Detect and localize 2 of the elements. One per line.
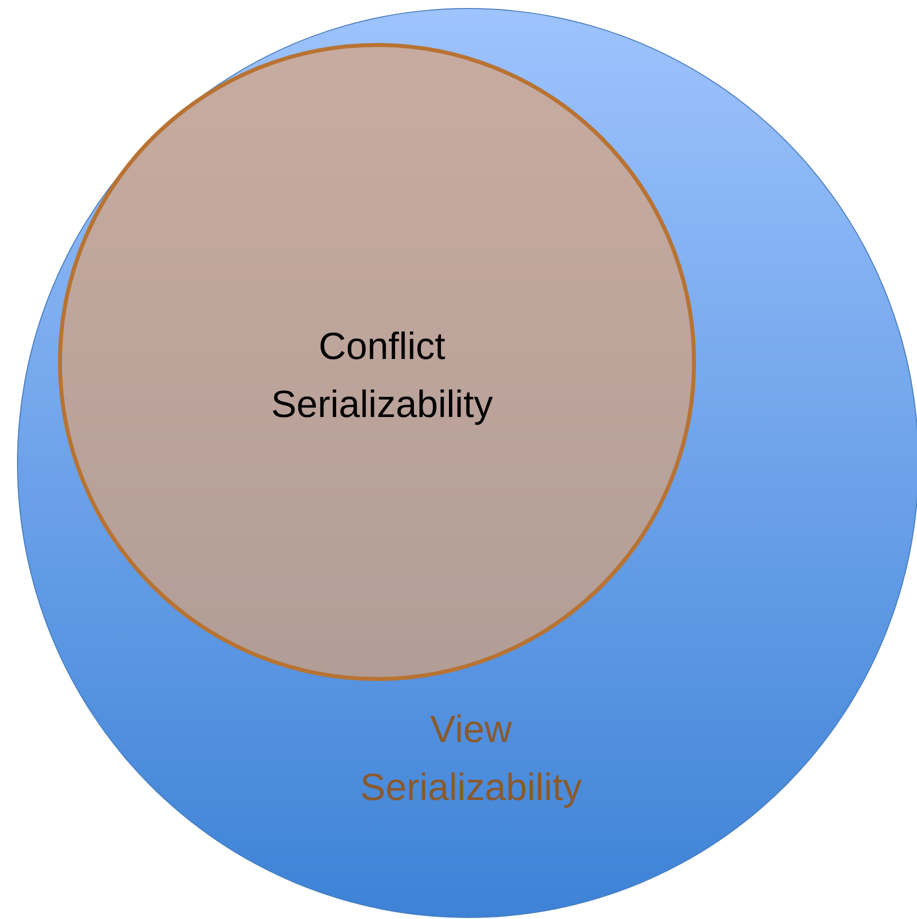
set-label: Conflict Serializability [270, 325, 494, 428]
set-label: View Serializability [359, 708, 583, 811]
